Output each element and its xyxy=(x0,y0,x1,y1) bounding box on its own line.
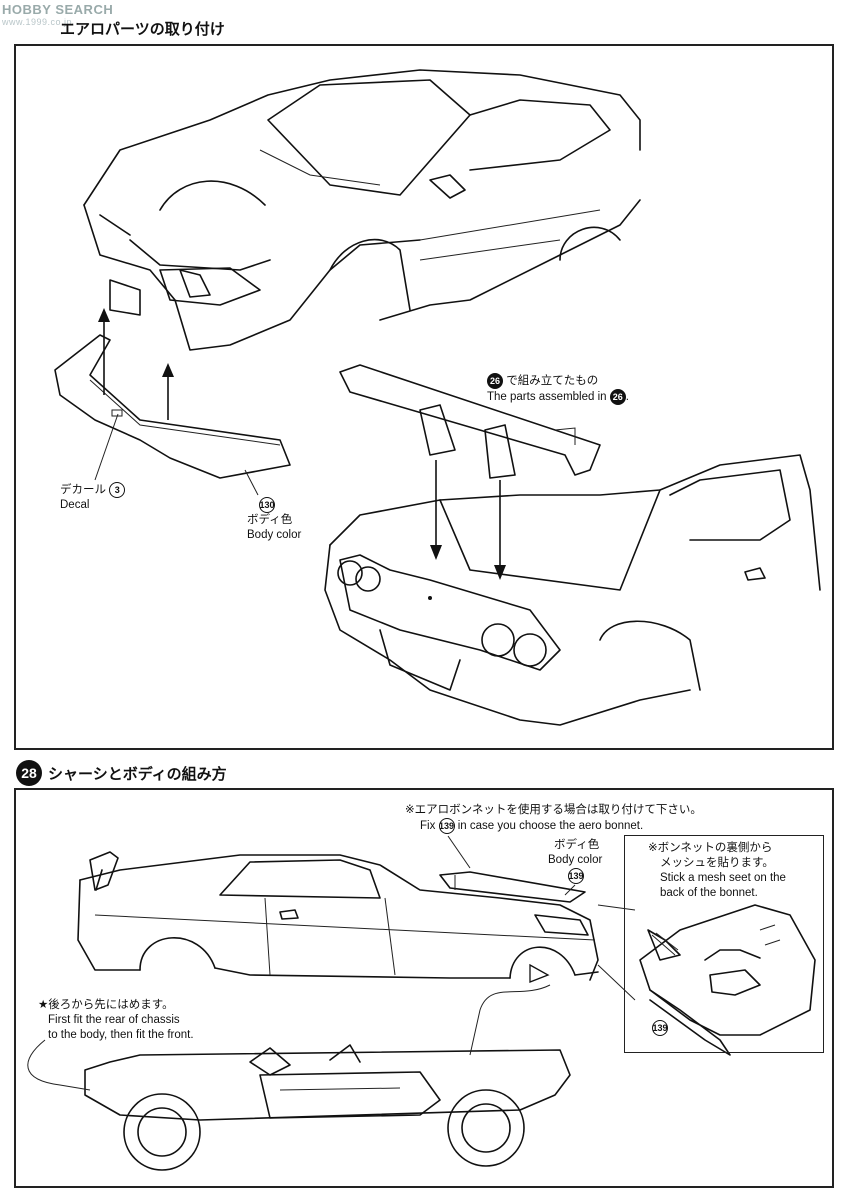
aero-bonnet-note: ※エアロボンネットを使用する場合は取り付けて下さい。 Fix 139 in ca… xyxy=(405,803,702,834)
inset-note-en1: Stick a mesh seet on the xyxy=(660,872,786,884)
inset-callout-lines xyxy=(597,904,636,1001)
part130-callout: 130 ボディ色 Body color xyxy=(247,497,301,543)
watermark-brand: HOBBY SEARCH xyxy=(2,2,114,17)
part139-note-leader xyxy=(447,835,471,869)
step28-title: シャーシとボディの組み方 xyxy=(48,765,227,783)
rear-first-note: ★後ろから先にはめます。 First fit the rear of chass… xyxy=(38,998,194,1043)
inset-note: ※ボンネットの裏側から メッシュを貼ります。 Stick a mesh seet… xyxy=(648,841,786,901)
step28-frame xyxy=(14,788,834,1188)
wing-callout: 26 で組み立てたもの The parts assembled in 26. xyxy=(487,373,629,406)
part139-number: 139 xyxy=(568,868,584,884)
aero-bonnet-note-en-post: in case you choose the aero bonnet. xyxy=(457,820,644,833)
inset-note-ja1: ※ボンネットの裏側から xyxy=(648,842,773,854)
wing-step-number-en: 26 xyxy=(609,389,626,406)
decal-callout: デカール 3 Decal xyxy=(60,482,126,513)
step27-frame xyxy=(14,44,834,750)
decal-number: 3 xyxy=(109,482,126,498)
chassis xyxy=(84,1044,571,1171)
assembly-arrows-wing xyxy=(430,460,506,580)
wing-label-en-tail: . xyxy=(625,391,629,404)
front-car-body xyxy=(83,69,641,351)
part139-leader xyxy=(564,884,576,896)
inset-note-ja2: メッシュを貼ります。 xyxy=(660,857,774,869)
step27-title: エアロパーツの取り付け xyxy=(60,21,225,38)
step28-header: 28 シャーシとボディの組み方 xyxy=(16,760,227,786)
watermark: HOBBY SEARCH www.1999.co.jp xyxy=(2,2,113,27)
decal-leader-line xyxy=(94,413,119,481)
aero-bonnet-note-number: 139 xyxy=(438,818,455,834)
rear-fit-guide-line xyxy=(27,1039,91,1091)
body-color-ja: ボディ色 xyxy=(554,839,600,851)
bonnet-underside-detail xyxy=(639,904,816,1056)
front-fit-guide-line xyxy=(469,984,551,1056)
inset-frame xyxy=(624,835,824,1053)
decal-label-ja: デカール xyxy=(60,484,106,497)
decal-label-en: Decal xyxy=(60,499,90,512)
assembly-arrows-front xyxy=(98,308,174,420)
watermark-url: www.1999.co.jp xyxy=(2,17,73,27)
rear-car-body xyxy=(324,454,821,726)
body-color-en: Body color xyxy=(548,854,603,866)
rear-first-en1: First fit the rear of chassis xyxy=(48,1014,180,1026)
front-lip-spoiler xyxy=(54,334,291,479)
rear-wing xyxy=(339,364,601,479)
wing-label-en: The parts assembled in xyxy=(487,391,607,404)
step27-header: エアロパーツの取り付け xyxy=(60,18,225,39)
aero-bonnet-note-en-pre: Fix xyxy=(420,820,436,833)
rear-first-en2: to the body, then fit the front. xyxy=(48,1029,194,1041)
inset-part-number: 139 xyxy=(652,1020,668,1036)
part130-label-en: Body color xyxy=(247,529,302,542)
aero-bonnet-note-ja: ※エアロボンネットを使用する場合は取り付けて下さい。 xyxy=(405,804,702,816)
inset-part-callout: 139 xyxy=(652,1020,668,1036)
wing-step-number: 26 xyxy=(487,373,503,389)
inset-note-en2: back of the bonnet. xyxy=(660,887,758,899)
wing-label-ja: で組み立てたもの xyxy=(506,375,599,388)
rear-first-ja: ★後ろから先にはめます。 xyxy=(38,999,174,1011)
part130-number: 130 xyxy=(259,497,275,513)
part130-label-ja: ボディ色 xyxy=(247,514,293,527)
car-body-side-view xyxy=(77,851,599,983)
part130-leader-line xyxy=(244,469,259,496)
body-color-callout: ボディ色 Body color 139 xyxy=(548,838,602,884)
step28-number: 28 xyxy=(16,760,42,786)
